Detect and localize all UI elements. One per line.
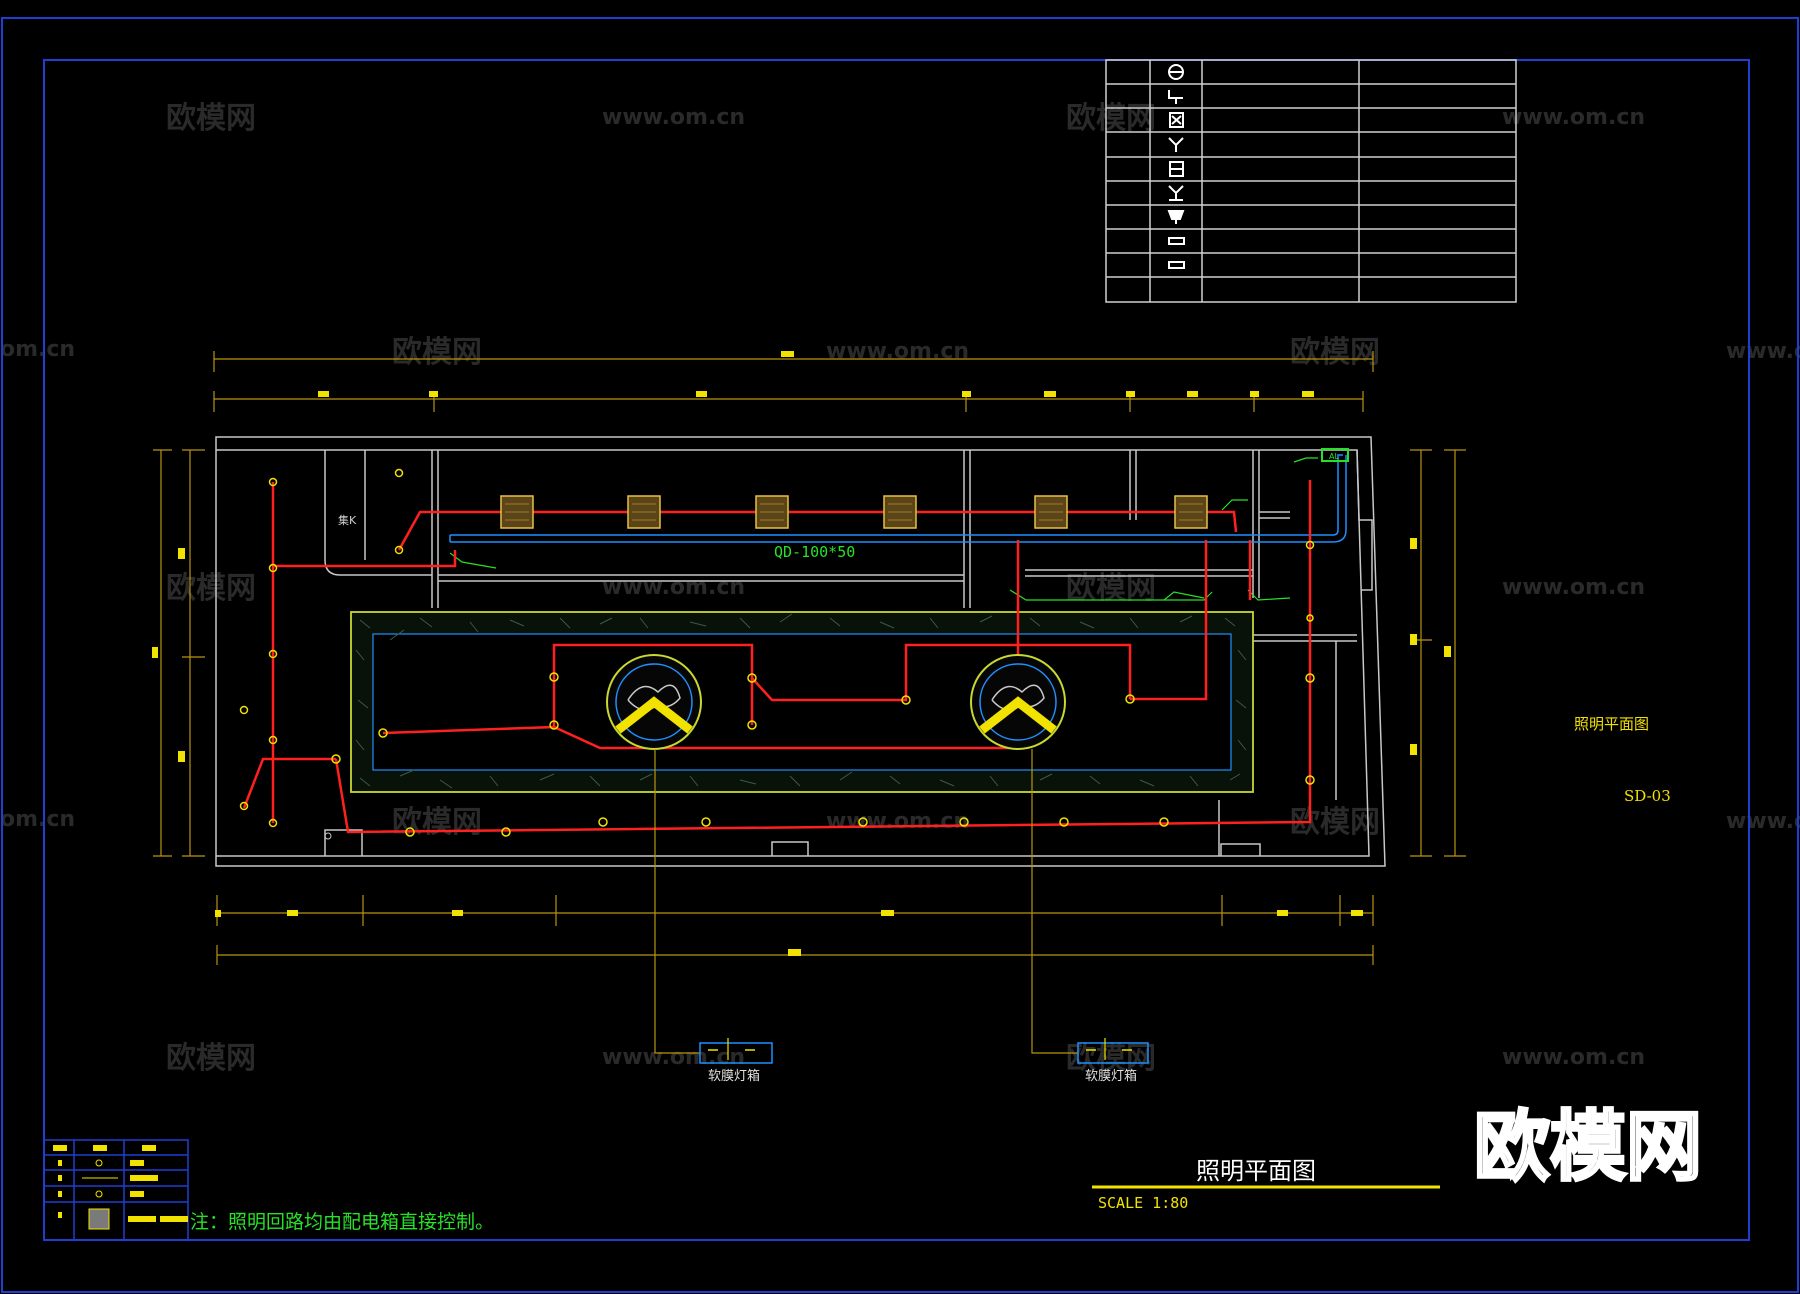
soft-film-lightbox-1[interactable] [699,1038,773,1064]
cable-trunking [449,454,1347,543]
lightbox-label-2: 软膜灯箱 [1085,1068,1137,1084]
lightbox-label-1: 软膜灯箱 [708,1068,760,1084]
wall-marker [324,832,332,840]
room-label: 集K [338,513,357,527]
trunking-label: QD-100*50 [774,543,855,561]
circuit-tick-marks [449,457,1318,601]
sheet-number: SD-03 [1624,787,1671,805]
watermark: www.om.cn [1726,339,1800,364]
ceiling-medallion-left [606,654,702,750]
strip-lamp-icon [1168,237,1185,245]
watermark: 欧模网 [1066,101,1156,136]
square-fixture-icon [1169,161,1184,177]
downlight-points [239,468,1315,837]
outer-frame [1,17,1799,1293]
distribution-panel[interactable] [1321,448,1349,462]
lightbox-leaders [654,749,1078,1054]
watermark: www.om.cn [1502,105,1645,130]
lighting-circuits [242,480,1312,834]
y-fixture-alt-icon [1168,185,1184,201]
drawing-title: 照明平面图 [1196,1157,1316,1185]
flood-lamp-icon [1167,210,1185,224]
side-title: 照明平面图 [1574,715,1649,733]
watermark: www.om.cn [602,575,745,600]
watermark: om.cn [0,337,75,362]
drawing-scale: SCALE 1:80 [1098,1194,1188,1212]
watermark: 欧模网 [166,1041,256,1076]
y-fixture-icon [1168,137,1184,152]
inner-frame [43,59,1750,1241]
legend-table [1105,59,1517,303]
watermark: om.cn [0,807,75,832]
logo-watermark: 欧模网 [1474,1102,1702,1191]
watermark: www.om.cn [602,1045,745,1070]
watermark: www.om.cn [1502,1045,1645,1070]
watermark: www.om.cn [826,809,969,834]
watermark: 欧模网 [166,101,256,136]
watermark: www.om.cn [1726,809,1800,834]
down-pendant-icon [1168,90,1183,104]
dimension-text-marks [152,351,1451,956]
ceiling-hatch-area [350,611,1254,793]
strip-lamp-alt-icon [1168,261,1185,269]
legend-symbols [1167,64,1185,269]
box-fixture-icon [1169,112,1184,128]
general-note: 注：照明回路均由配电箱直接控制。 [190,1211,494,1233]
watermark: 欧模网 [1290,335,1380,370]
watermark: www.om.cn [602,105,745,130]
background-watermarks: 欧模网 www.om.cn 欧模网 www.om.cn om.cn 欧模网 ww… [0,101,1800,1076]
watermark: 欧模网 [1066,1041,1156,1076]
ceiling-medallion-right [970,654,1066,750]
watermark: 欧模网 [166,571,256,606]
watermark: www.om.cn [826,339,969,364]
watermark: 欧模网 [392,805,482,840]
watermark: 欧模网 [392,335,482,370]
grille-light-pattern [505,503,1203,521]
soft-film-lightbox-2[interactable] [1077,1038,1149,1064]
symbol-legend-box [43,1139,189,1241]
watermark: www.om.cn [1502,575,1645,600]
circle-fixture-icon [1168,64,1184,80]
panel-label: AL [1329,452,1339,461]
